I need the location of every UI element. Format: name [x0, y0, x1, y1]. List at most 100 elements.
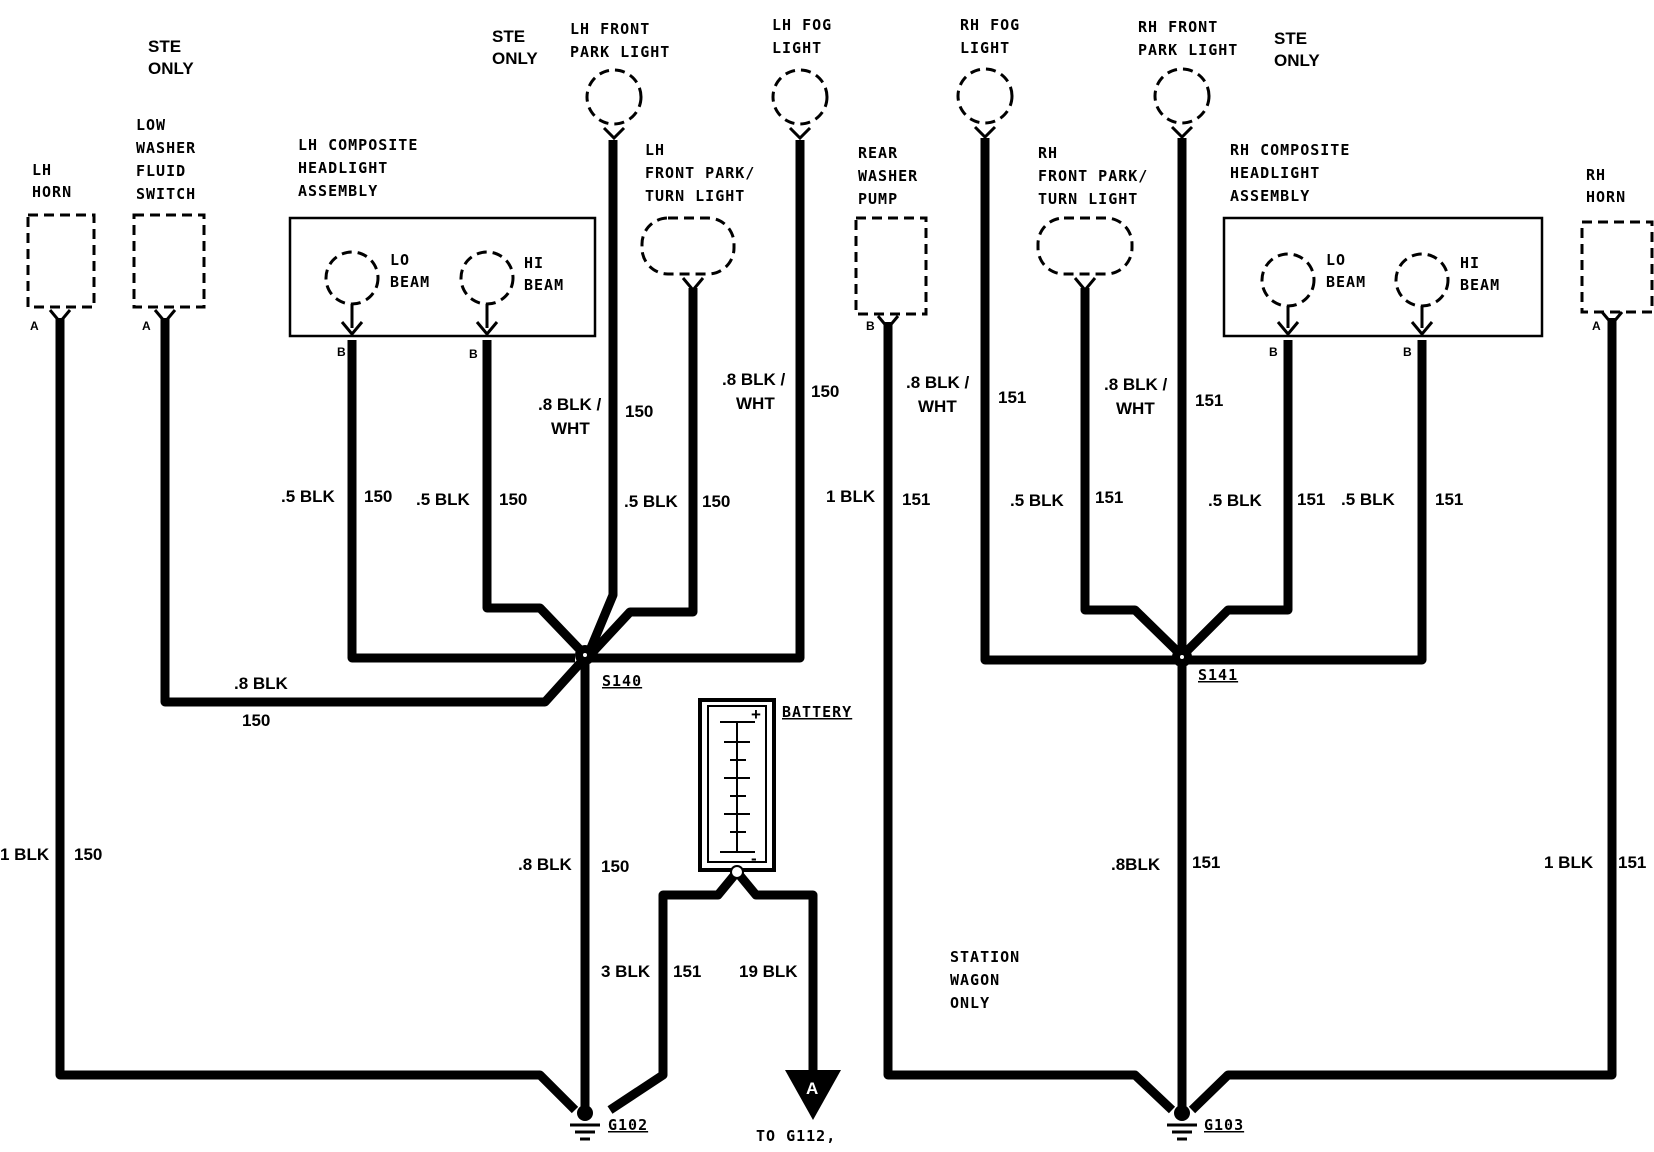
- wires-right: [883, 138, 1617, 1114]
- splice-s141-label: S141: [1198, 666, 1238, 684]
- lh-fog-gauge-1: .8 BLK /: [722, 370, 786, 389]
- lh-front-park-gauge-2: WHT: [551, 419, 590, 438]
- lh-front-park-label-1: LH FRONT: [570, 20, 650, 38]
- lh-hi-circuit: 150: [499, 490, 527, 509]
- wire-lh-hi: [482, 340, 589, 659]
- wire-rh-turn: [1080, 288, 1182, 656]
- lh-hi-label-2: BEAM: [524, 276, 564, 294]
- rh-lo-circuit: 151: [1297, 490, 1325, 509]
- wire-battery-g112: [733, 869, 818, 1072]
- ground-g103: [1167, 1105, 1197, 1141]
- lh-composite-label-2: HEADLIGHT: [298, 159, 388, 177]
- s140-g102-circuit: 150: [601, 857, 629, 876]
- battery-g102-circuit: 151: [673, 962, 701, 981]
- rh-composite-label-2: HEADLIGHT: [1230, 164, 1320, 182]
- rh-horn-circuit: 151: [1618, 853, 1646, 872]
- rh-lo-beam-bulb: [1260, 252, 1316, 308]
- rh-hi-gauge: .5 BLK: [1341, 490, 1396, 509]
- lh-lo-label-2: BEAM: [390, 273, 430, 291]
- station-wagon-2: WAGON: [950, 971, 1000, 989]
- rh-turn-label-2: FRONT PARK/: [1038, 167, 1148, 185]
- lh-horn-terminal: [48, 309, 72, 325]
- rh-hi-circuit: 151: [1435, 490, 1463, 509]
- lh-turn-label-2: FRONT PARK/: [645, 164, 755, 182]
- low-washer-label-3: FLUID: [136, 162, 186, 180]
- rh-fog-bulb: [956, 67, 1014, 125]
- station-wagon-3: ONLY: [950, 994, 990, 1012]
- lh-fog-label-2: LIGHT: [772, 39, 822, 57]
- battery-cells: [720, 721, 755, 853]
- battery-terminal: [730, 865, 744, 879]
- wire-low-washer: [160, 318, 587, 707]
- lh-lo-circuit: 150: [364, 487, 392, 506]
- rh-composite-label-1: RH COMPOSITE: [1230, 141, 1350, 159]
- to-g112-label: TO G112,: [756, 1127, 836, 1145]
- battery-g102-gauge: 3 BLK: [601, 962, 651, 981]
- low-washer-pin: A: [142, 319, 151, 333]
- rh-composite-label-3: ASSEMBLY: [1230, 187, 1310, 205]
- wires-left: [55, 140, 818, 1114]
- lh-turn-label-3: TURN LIGHT: [645, 187, 745, 205]
- lh-horn-pin: A: [30, 319, 39, 333]
- rh-horn-label-1: RH: [1586, 166, 1606, 184]
- lh-composite-label-3: ASSEMBLY: [298, 182, 378, 200]
- rh-fog-gauge-1: .8 BLK /: [906, 373, 970, 392]
- ste-only-mid-2: ONLY: [492, 49, 538, 68]
- lh-front-park-label-2: PARK LIGHT: [570, 43, 670, 61]
- low-washer-label-1: LOW: [136, 116, 166, 134]
- lh-lo-beam-bulb: [324, 250, 380, 306]
- rh-lo-gauge: .5 BLK: [1208, 491, 1263, 510]
- rh-turn-label-1: RH: [1038, 144, 1058, 162]
- rh-fog-label-2: LIGHT: [960, 39, 1010, 57]
- lh-turn-lamp: [640, 216, 736, 276]
- low-washer-terminal: [153, 309, 177, 325]
- lh-horn-label-1: LH: [32, 161, 52, 179]
- lh-lo-label-1: LO: [390, 251, 410, 269]
- rear-washer-box: [854, 216, 928, 316]
- wire-lh-turn: [586, 288, 698, 659]
- rear-washer-label-2: WASHER: [858, 167, 918, 185]
- lh-lo-gauge: .5 BLK: [281, 487, 336, 506]
- wire-labels-left: 1 BLK 150 .8 BLK 150 .5 BLK 150 .5 BLK 1…: [0, 370, 839, 981]
- wire-rh-lo: [1182, 340, 1293, 656]
- rh-turn-gauge: .5 BLK: [1010, 491, 1065, 510]
- rh-front-park-bulb: [1153, 67, 1211, 125]
- ground-g102-label: G102: [608, 1116, 648, 1134]
- ground-g103-label: G103: [1204, 1116, 1244, 1134]
- rh-lo-pin: B: [1269, 345, 1278, 359]
- rh-hi-label-1: HI: [1460, 254, 1480, 272]
- low-washer-circuit: 150: [242, 711, 270, 730]
- rh-hi-pin: B: [1403, 345, 1412, 359]
- rear-washer-circuit: 151: [902, 490, 930, 509]
- lh-fog-label-1: LH FOG: [772, 16, 832, 34]
- lh-lo-pin: B: [337, 345, 346, 359]
- lh-fog-bulb: [771, 68, 829, 126]
- lh-turn-circuit: 150: [702, 492, 730, 511]
- rh-lo-label-2: BEAM: [1326, 273, 1366, 291]
- battery-label: BATTERY: [782, 703, 852, 721]
- wire-lh-lo: [347, 340, 575, 663]
- rh-horn-box: [1580, 220, 1654, 314]
- lh-composite-label-1: LH COMPOSITE: [298, 136, 418, 154]
- ground-g102: [570, 1105, 600, 1141]
- wire-rh-fog: [980, 138, 1178, 665]
- svg-text:.8 BLK /WHT: .8 BLK /WHT: [722, 370, 786, 413]
- rh-fog-circuit: 151: [998, 388, 1026, 407]
- wire-rh-hi: [1186, 340, 1427, 665]
- battery-minus: -: [751, 849, 757, 868]
- rh-turn-lamp: [1036, 216, 1134, 276]
- low-washer-label-4: SWITCH: [136, 185, 196, 203]
- ste-only-left-2: ONLY: [148, 59, 194, 78]
- rh-turn-circuit: 151: [1095, 488, 1123, 507]
